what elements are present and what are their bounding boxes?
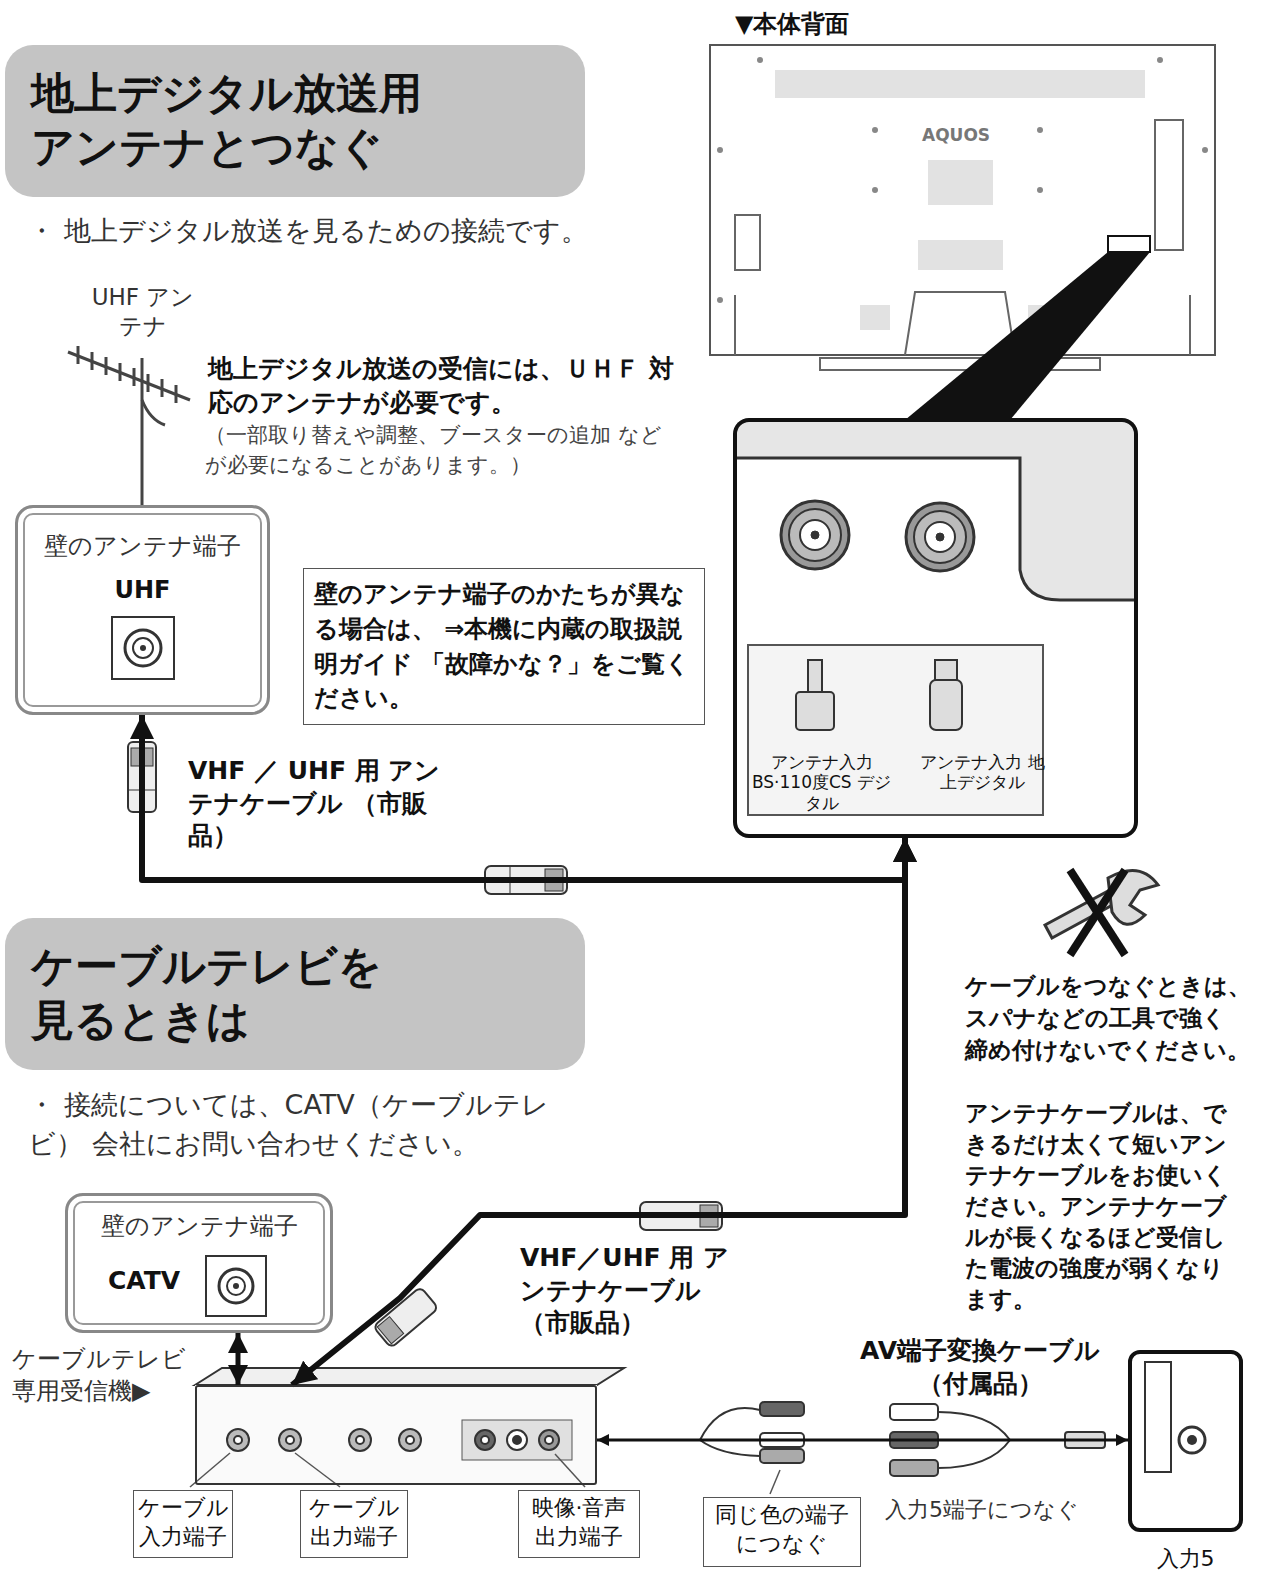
label-text: ・ 接続については、CATV（ケーブルテレビ） 会社にお問い合わせください。 <box>28 1085 588 1163</box>
node-text: 地上デジタル放送用 アンテナとつなぐ <box>31 67 441 175</box>
label-text: 地上デジタル放送の受信には、ＵＨＦ 対応のアンテナが必要です。 <box>208 352 678 420</box>
label-text: ▼本体背面 <box>735 8 849 42</box>
node-text: ケーブル 出力端子 <box>304 1494 404 1551</box>
cable-connector <box>597 1439 1128 1442</box>
label-text: VHF ／ UHF 用 アンテナケーブル （市販品） <box>188 755 458 853</box>
label-text: ・ 地上デジタル放送を見るための接続です。 <box>28 212 588 250</box>
cable-connector <box>142 715 905 880</box>
label-text: 入力5端子につなぐ <box>885 1495 1079 1526</box>
terminal-label: ケーブル 入力端子 <box>133 1490 233 1558</box>
node-text: ケーブルテレビを 見るときは <box>31 940 391 1048</box>
node-text: ケーブル 入力端子 <box>137 1494 229 1551</box>
node-text: アンテナ入力 地上デジタル <box>915 752 1050 793</box>
node-text: 壁のアンテナ端子 <box>18 530 267 562</box>
node-text: 入力5 <box>1132 1544 1239 1574</box>
title-band: 地上デジタル放送用 アンテナとつなぐ <box>5 45 585 197</box>
node-text: 映像·音声 出力端子 <box>522 1494 636 1551</box>
label-text: VHF／UHF 用 アンテナケーブル （市販品） <box>520 1242 755 1340</box>
node-text: アンテナ入力 BS·110度CS デジタル <box>749 752 894 813</box>
cable-connector <box>236 1333 241 1385</box>
terminal-label: ケーブル 出力端子 <box>300 1490 408 1558</box>
label-text: UHF アンテナ <box>88 283 198 341</box>
wall-terminal-box: 壁のアンテナ端子 UHF <box>15 505 270 715</box>
node-text: UHF <box>18 576 267 604</box>
node-text: 壁のアンテナ端子のかたちが異なる場合は、 ⇒本機に内蔵の取扱説明ガイド 「故障か… <box>314 577 694 716</box>
cable-receiver: ケーブルテレビ 専用受信機▶ <box>195 1385 597 1485</box>
terminal-label: 映像·音声 出力端子 <box>518 1490 640 1558</box>
node-text: ケーブルテレビ 専用受信機▶ <box>12 1343 190 1408</box>
label-text: ケーブルをつなぐときは、 スパナなどの工具で強く 締め付けないでください。 <box>965 970 1255 1067</box>
node-text: 同じ色の端子 につなぐ <box>707 1501 857 1558</box>
label-text: アンテナケーブルは、で きるだけ太くて短いアン テナケーブルをお使いく ださい。… <box>965 1098 1255 1315</box>
note-box: 同じ色の端子 につなぐ <box>703 1497 861 1567</box>
label-text: （一部取り替えや調整、ブースターの追加 などが必要になることがあります。） <box>205 420 675 481</box>
input-5-box: 入力5 <box>1128 1350 1243 1532</box>
rear-panel-inset: アンテナ入力 BS·110度CS デジタルアンテナ入力 地上デジタル <box>733 418 1138 838</box>
title-band: ケーブルテレビを 見るときは <box>5 918 585 1070</box>
node-text: 壁のアンテナ端子 <box>68 1210 330 1242</box>
note-box: 壁のアンテナ端子のかたちが異なる場合は、 ⇒本機に内蔵の取扱説明ガイド 「故障か… <box>303 568 705 725</box>
wall-terminal-box: 壁のアンテナ端子 CATV <box>65 1193 333 1333</box>
node-text: CATV <box>108 1266 180 1295</box>
label-text: AQUOS <box>922 124 990 148</box>
label-text: AV端子変換ケーブル （付属品） <box>845 1335 1115 1400</box>
